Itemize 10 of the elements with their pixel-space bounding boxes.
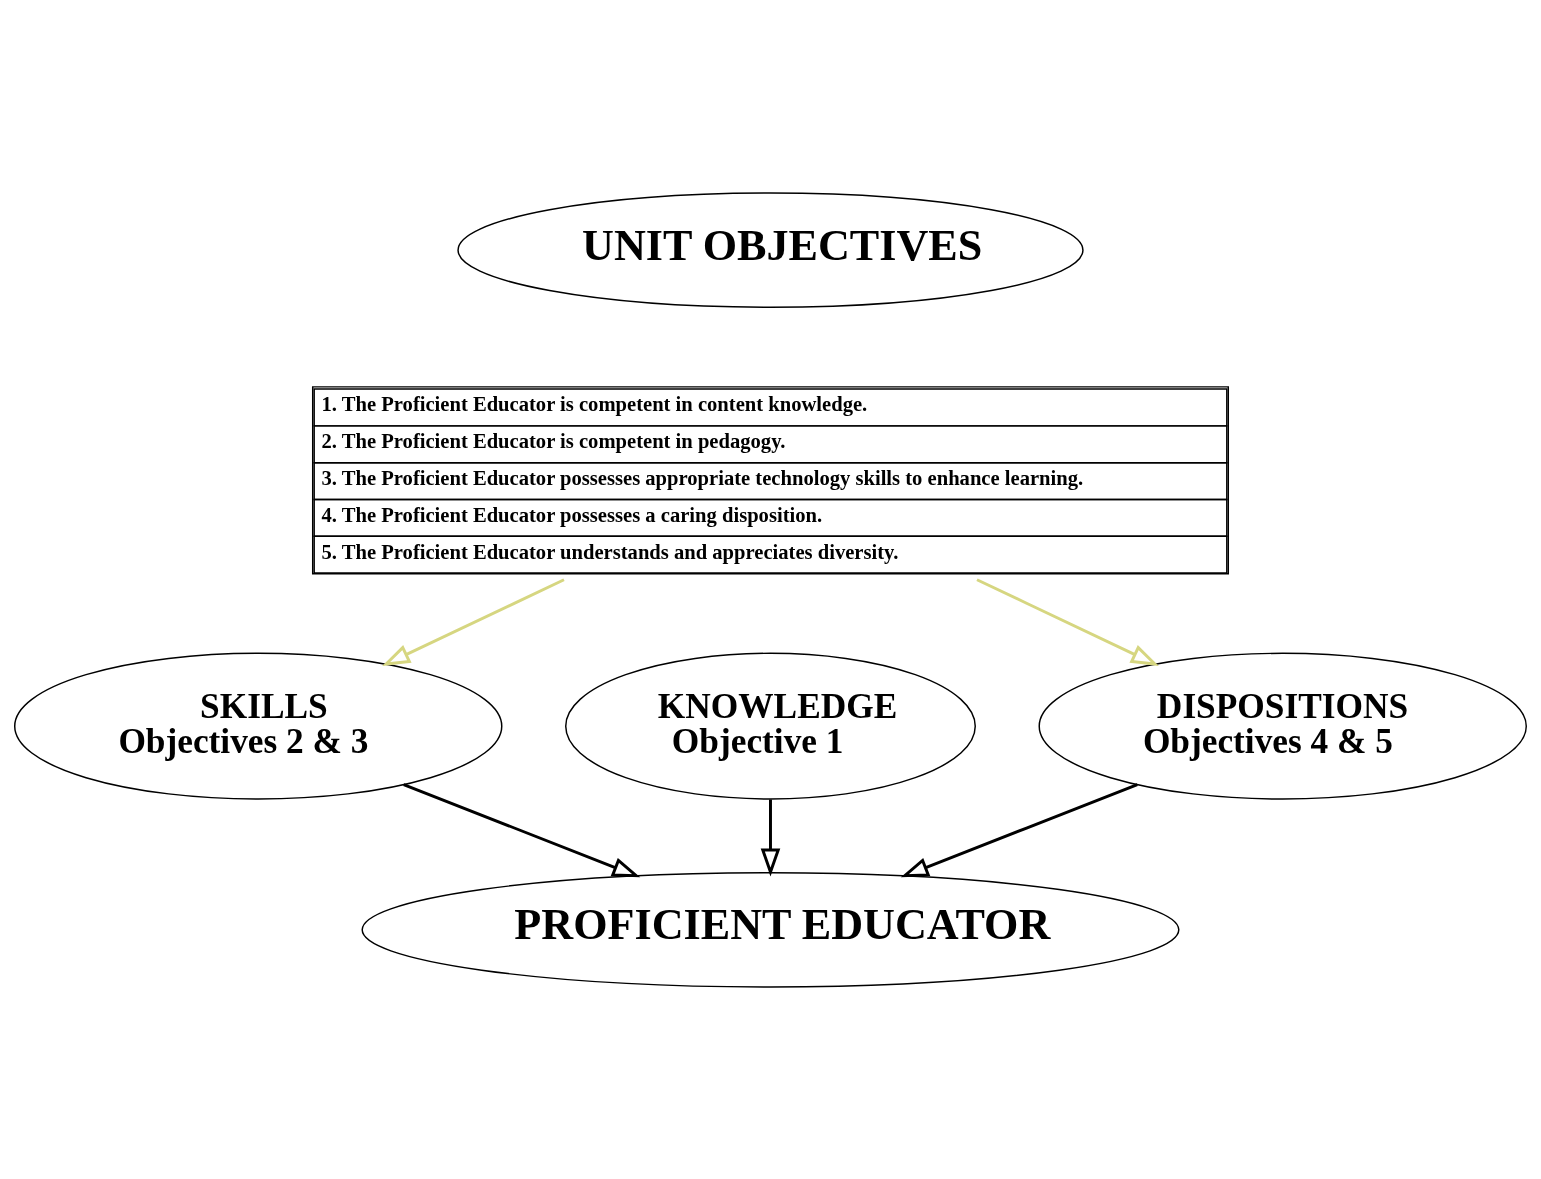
node-ellipse: KNOWLEDGE Objective 1 xyxy=(565,652,976,800)
node-ellipse: SKILLS Objectives 2 & 3 xyxy=(14,652,503,800)
arrow xyxy=(900,782,1138,877)
node-ellipse: PROFICIENT EDUCATOR xyxy=(361,871,1180,988)
node-ellipse: UNIT OBJECTIVES xyxy=(457,191,1084,308)
arrow xyxy=(382,577,565,666)
node-ellipse: DISPOSITIONS Objectives 4 & 5 xyxy=(1038,652,1527,800)
arrow xyxy=(403,782,641,877)
arrow xyxy=(976,577,1159,666)
arrow xyxy=(760,799,781,877)
